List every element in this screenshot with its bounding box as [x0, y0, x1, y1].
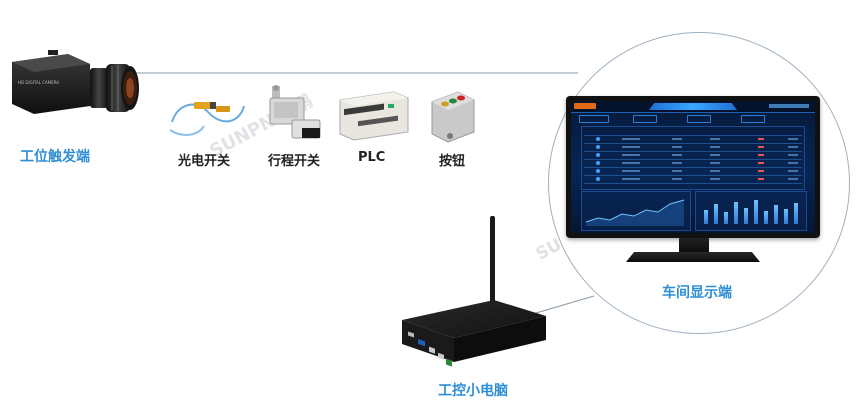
label-industrial-pc: 工控小电脑 [438, 383, 508, 399]
label-travel-switch: 行程开关 [268, 154, 321, 169]
push-button-box-icon [431, 91, 475, 143]
dashboard-screen [571, 101, 815, 233]
tv-stand [679, 238, 709, 252]
tv-base [626, 252, 760, 262]
photoelectric-switch-icon [169, 102, 245, 136]
mini-pc-router-icon [402, 216, 546, 367]
label-trigger: 工位触发端 [20, 149, 90, 165]
label-button: 按钮 [439, 154, 466, 169]
dashboard-tv-icon [566, 96, 820, 238]
plc-module-icon [339, 91, 409, 141]
dashboard-table [581, 126, 805, 190]
dashboard-header [571, 101, 815, 113]
dashboard-bar-panel [695, 191, 807, 231]
label-photo-switch: 光电开关 [178, 154, 231, 169]
label-plc: PLC [358, 150, 386, 165]
industrial-camera-icon: HD DIGITAL CAMERA [12, 50, 139, 114]
dashboard-line-panel [581, 191, 691, 231]
svg-text:HD DIGITAL CAMERA: HD DIGITAL CAMERA [18, 80, 59, 85]
label-workshop-display: 车间显示端 [662, 285, 732, 301]
limit-switch-icon [269, 85, 321, 139]
